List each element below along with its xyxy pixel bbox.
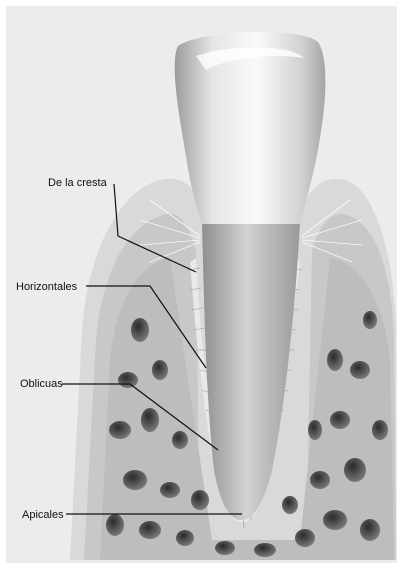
label-horizontal: Horizontales: [16, 281, 78, 293]
label-apical: Apicales: [22, 509, 64, 521]
label-crest: De la cresta: [48, 177, 108, 189]
tooth-crown: [175, 32, 326, 224]
label-oblique: Oblicuas: [20, 378, 63, 390]
